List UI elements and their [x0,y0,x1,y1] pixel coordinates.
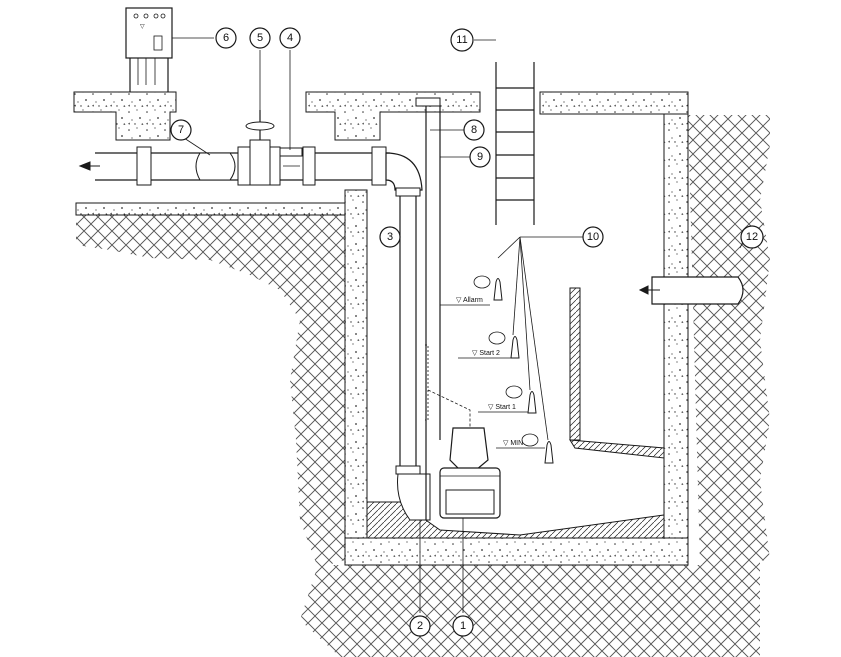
left-wall [344,189,368,566]
gate-valve [245,110,275,186]
svg-text:11: 11 [456,34,467,46]
top-slab-left [73,91,177,141]
svg-text:9: 9 [477,151,483,163]
callout-11: 11 [450,28,474,52]
svg-text:5: 5 [257,32,263,44]
lifting-chain [427,389,471,428]
soil-right [688,115,770,565]
svg-text:12: 12 [746,231,758,243]
submersible-pump [439,427,501,519]
callout-4: 4 [279,27,301,49]
right-wall [663,111,689,566]
top-slab-middle [305,91,481,141]
float-cables [497,236,549,441]
svg-text:2: 2 [417,620,423,632]
callout-12: 12 [740,225,764,249]
svg-text:4: 4 [287,32,293,44]
sump-benching [366,501,665,539]
level-start1: ▽ Start 1 [488,404,516,411]
inlet-pipe [651,276,744,305]
callout-1: 1 [452,615,474,637]
soil-left [76,214,345,568]
float-switch-start1 [505,385,537,414]
level-start2: ▽ Start 2 [472,350,500,357]
soil-bottom [300,560,760,657]
baffle-shelf [569,439,665,459]
ladder [495,62,535,225]
callout-3: 3 [379,226,401,248]
callout-9: 9 [469,146,491,168]
svg-text:6: 6 [223,32,229,44]
top-slab-right [539,91,689,115]
callout-8: 8 [463,119,485,141]
float-switch-start2 [488,331,520,359]
callout-2: 2 [409,615,431,637]
level-alarm: ▽ Allarm [456,297,483,304]
float-switch-min [521,433,554,464]
callout-5: 5 [249,27,271,49]
control-panel: ▽ [125,7,173,92]
bottom-slab [344,537,689,566]
svg-text:▽: ▽ [140,24,145,30]
riser-pipe [395,187,431,521]
level-min: ▽ MIN [503,440,523,447]
svg-text:10: 10 [587,231,599,243]
float-switch-alarm [473,275,503,301]
inlet-baffle [569,287,581,441]
callout-6: 6 [215,27,237,49]
guide-rails [415,97,441,520]
svg-text:7: 7 [178,124,184,136]
check-valve [279,147,303,167]
callout-7: 7 [170,119,192,141]
discharge-pipe [78,146,423,191]
svg-text:1: 1 [460,620,466,632]
svg-text:8: 8 [471,124,477,136]
svg-text:3: 3 [387,231,393,243]
ground-slab [75,202,367,216]
callout-10: 10 [582,226,604,248]
